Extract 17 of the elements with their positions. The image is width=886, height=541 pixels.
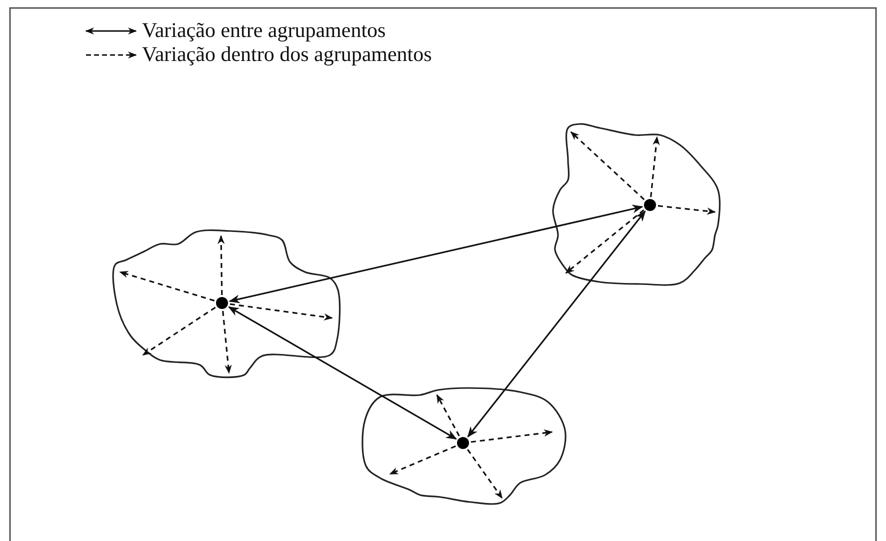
legend-label: Variação dentro dos agrupamentos (142, 42, 432, 66)
centroid-dot (216, 297, 228, 309)
dashed-arrow (222, 310, 232, 374)
centroid-dot (644, 198, 656, 211)
legend-label: Variação entre agrupamentos (142, 18, 386, 42)
dashed-arrow (218, 235, 225, 296)
dashed-arrow (650, 136, 660, 198)
dashed-arrow (570, 131, 645, 200)
double-arrow (228, 306, 458, 440)
double-arrow (467, 210, 646, 438)
dashed-arrow (658, 205, 716, 215)
dashed-arrow (230, 303, 333, 320)
cluster-outline (553, 124, 718, 284)
dashed-arrow (142, 306, 216, 356)
dashed-arrow (119, 270, 215, 302)
double-arrow (228, 204, 644, 304)
dashed-arrow (565, 209, 644, 274)
